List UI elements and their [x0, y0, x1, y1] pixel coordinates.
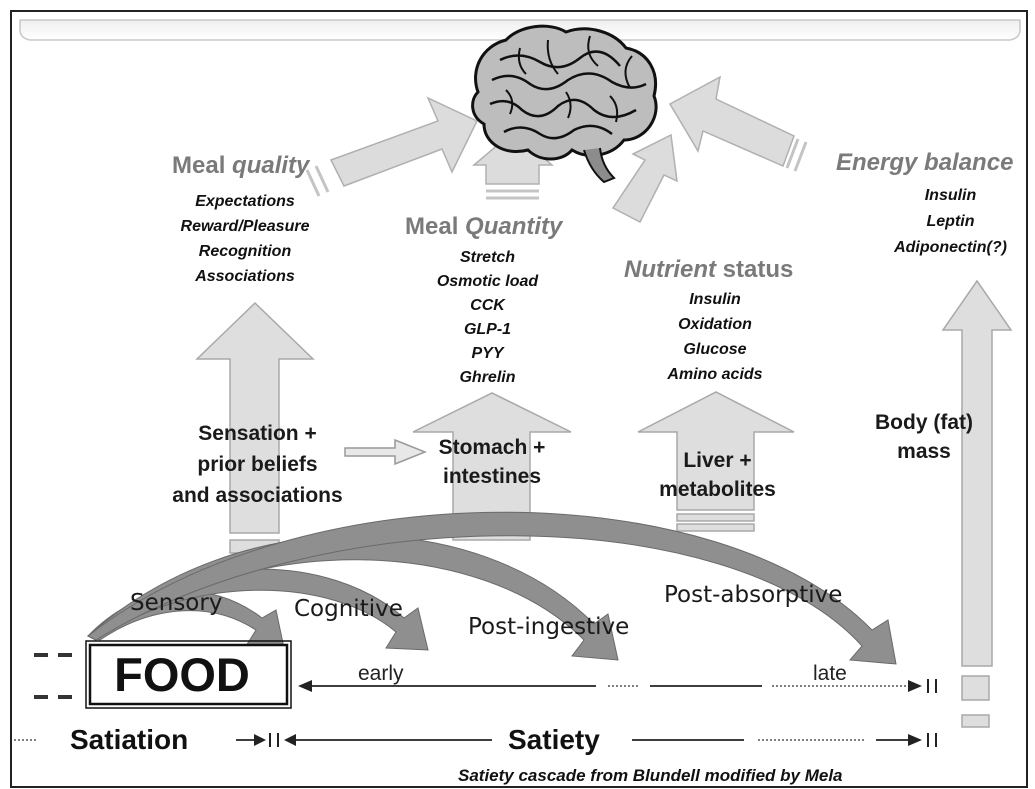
list-item: Glucose [683, 341, 747, 358]
satiation-label: Satiation [70, 724, 189, 755]
meal-quality-title-a: Meal [172, 152, 233, 179]
list-item: CCK [470, 297, 505, 314]
stomach-box-label: Stomach + intestines [422, 433, 562, 491]
diagram-frame [10, 10, 1028, 788]
phase-cognitive: Cognitive [294, 596, 403, 622]
meal-quality-title-b: quality [232, 152, 310, 179]
meal-quantity-list: Stretch Osmotic load CCK GLP-1 PYY Ghrel… [400, 246, 575, 390]
food-label: FOOD [114, 648, 250, 701]
early-label: early [358, 662, 404, 685]
phase-post-ingestive: Post-ingestive [468, 614, 630, 640]
meal-quantity-title-b: Quantity [465, 213, 563, 240]
list-item: Amino acids [667, 366, 763, 383]
sensation-line: and associations [172, 484, 343, 507]
list-item: Oxidation [678, 316, 752, 333]
body-line: Body (fat) [875, 411, 973, 434]
arrow-energy-to-brain [668, 75, 808, 172]
arrow-body-up [941, 279, 1013, 728]
list-item: Insulin [924, 187, 977, 204]
phase-sensory: Sensory [130, 590, 223, 616]
list-item: PYY [471, 345, 504, 362]
food-dashes [34, 653, 72, 699]
arrow-nutrient-to-brain [611, 133, 678, 224]
arrow-liver-up [637, 391, 795, 532]
liver-box-label: Liver + metabolites [650, 446, 785, 504]
nutrient-status-title-b: status [716, 256, 794, 283]
sensation-line: Sensation + [198, 422, 317, 445]
satiety-label: Satiety [508, 724, 600, 755]
meal-quantity-title: Meal Quantity [405, 213, 562, 241]
stomach-line: Stomach + [438, 436, 546, 459]
list-item: Associations [195, 268, 295, 285]
list-item: Expectations [195, 193, 295, 210]
arrow-sensation-to-stomach [344, 438, 428, 466]
list-item: Recognition [198, 243, 292, 260]
nutrient-status-title-a: Nutrient [624, 256, 716, 283]
meal-quality-title: Meal quality [172, 152, 309, 180]
brain-icon [471, 24, 658, 184]
list-item: Osmotic load [436, 273, 539, 290]
meal-quantity-title-a: Meal [405, 213, 466, 240]
list-item: Adiponectin(?) [894, 239, 1007, 256]
satiation-satiety-timeline [14, 733, 937, 747]
nutrient-status-list: Insulin Oxidation Glucose Amino acids [630, 287, 800, 387]
liver-line: metabolites [659, 478, 776, 501]
phase-post-absorptive: Post-absorptive [664, 582, 843, 608]
list-item: Insulin [689, 291, 741, 308]
early-late-timeline [298, 679, 937, 693]
cascade-curves [87, 511, 897, 665]
energy-balance-title: Energy balance [836, 149, 1014, 176]
food-box [85, 640, 292, 709]
body-line: mass [897, 440, 951, 463]
late-label: late [813, 662, 847, 685]
sensation-box-label: Sensation + prior beliefs and associatio… [150, 418, 365, 511]
list-item: GLP-1 [463, 321, 512, 338]
nutrient-status-title: Nutrient status [624, 256, 793, 284]
list-item: Reward/Pleasure [180, 218, 310, 235]
caption: Satiety cascade from Blundell modified b… [458, 766, 843, 785]
arrow-quality-to-brain [305, 96, 479, 197]
sensation-line: prior beliefs [197, 453, 318, 476]
list-item: Stretch [459, 249, 516, 266]
liver-line: Liver + [683, 449, 752, 472]
arrow-quantity-to-brain [471, 131, 555, 200]
body-box-label: Body (fat) mass [868, 408, 980, 466]
energy-balance-list: Insulin Leptin Adiponectin(?) [878, 183, 1023, 261]
stomach-line: intestines [442, 465, 542, 488]
meal-quality-list: Expectations Reward/Pleasure Recognition… [150, 189, 340, 289]
list-item: Leptin [926, 213, 975, 230]
list-item: Ghrelin [459, 369, 516, 386]
